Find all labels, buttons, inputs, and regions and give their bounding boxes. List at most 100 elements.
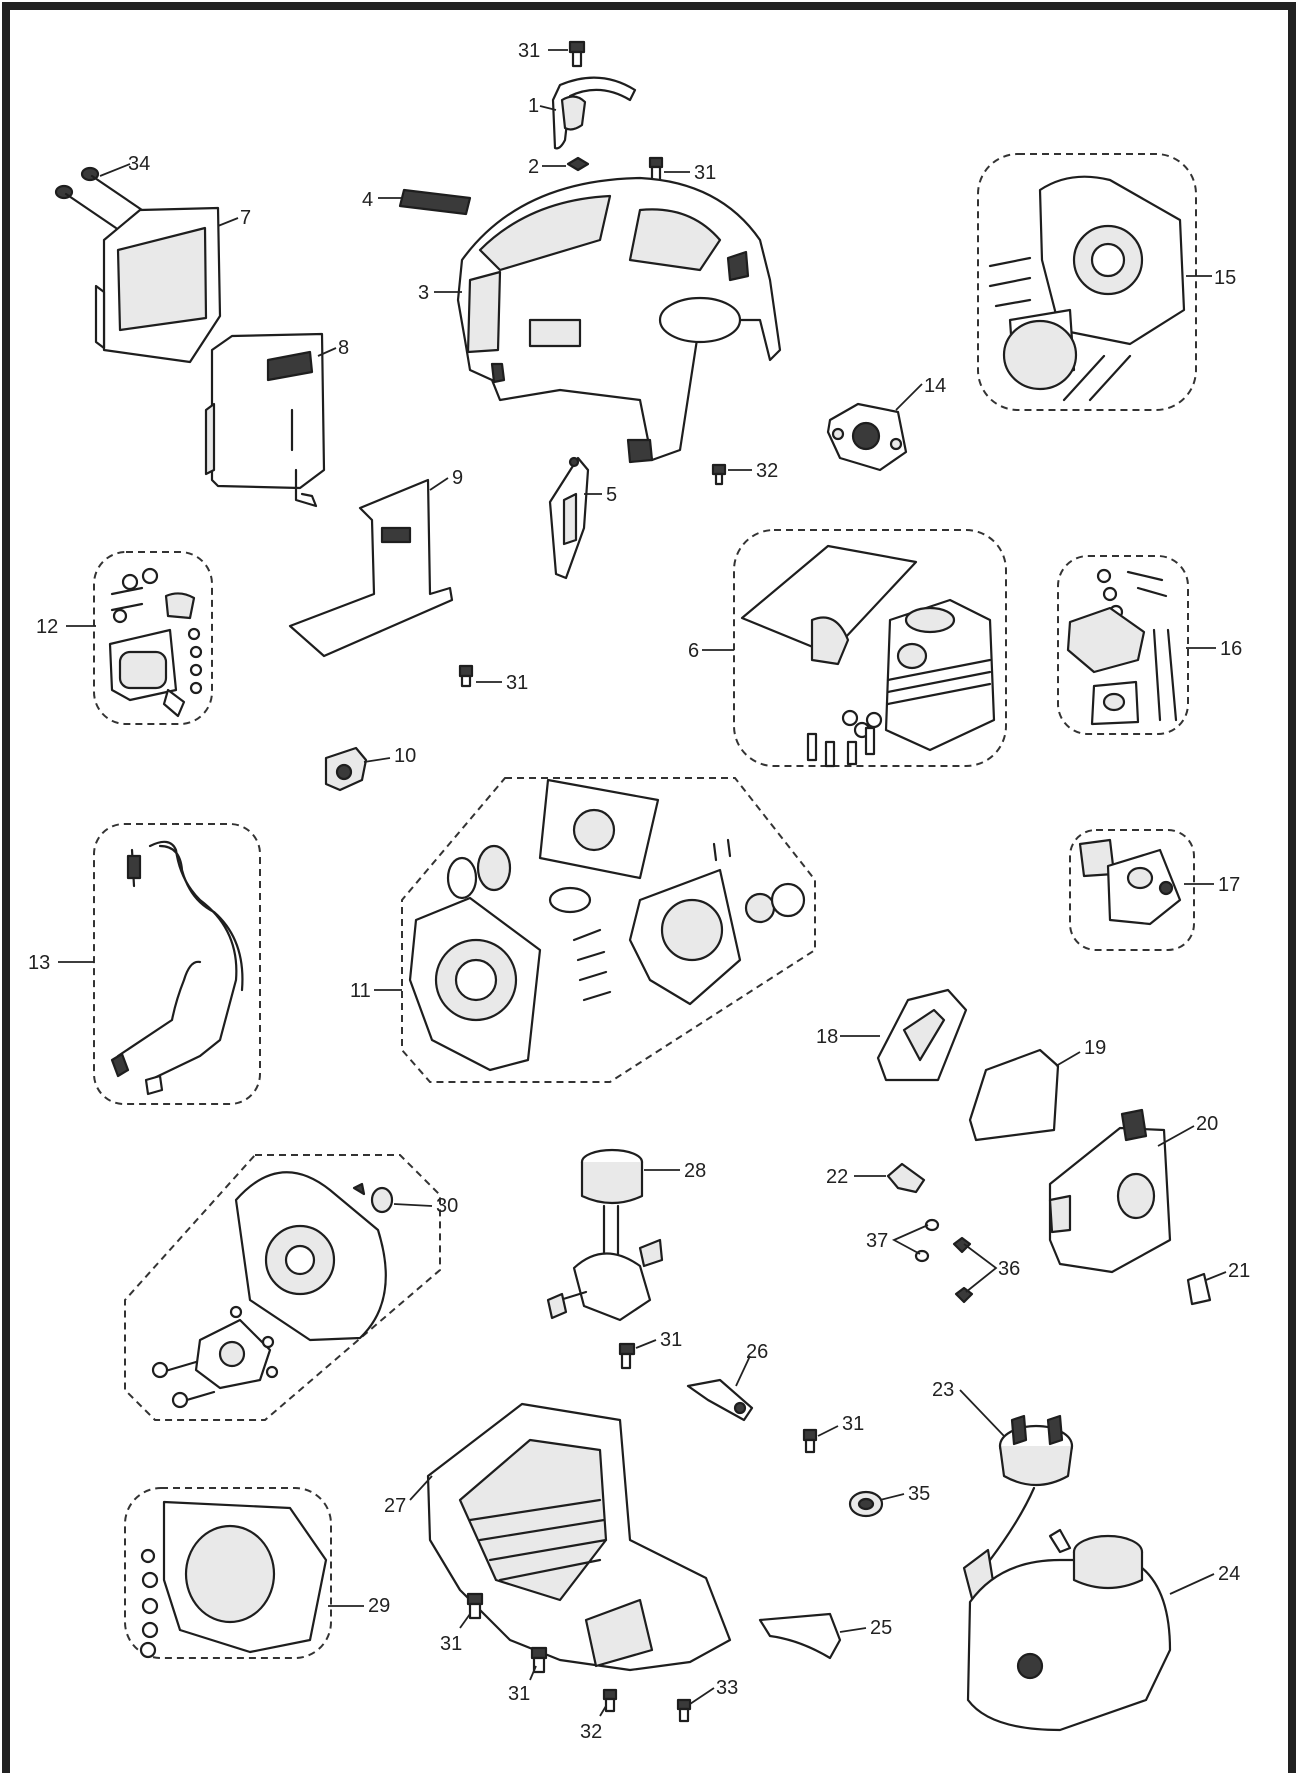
leader-1 xyxy=(539,105,557,111)
part-35-grommet xyxy=(848,1490,884,1518)
group-outline-12 xyxy=(93,551,213,725)
part-27-base-frame xyxy=(426,1402,732,1672)
group-outline-13 xyxy=(93,823,261,1105)
part-34-bolts xyxy=(54,166,144,230)
part-6-cylinder-assembly xyxy=(740,544,996,768)
callout-8: 8 xyxy=(338,337,349,359)
leader-26 xyxy=(735,1355,751,1387)
part-8-muffler xyxy=(204,332,326,508)
part-21-clip xyxy=(1186,1272,1212,1306)
callout-32a: 32 xyxy=(756,460,778,482)
callout-21: 21 xyxy=(1228,1260,1250,1282)
leader-9 xyxy=(429,477,449,491)
part-2-small-nut xyxy=(566,156,590,172)
leader-8 xyxy=(317,347,337,357)
leader-lines xyxy=(58,49,1227,1717)
part-11-crankcase-halves xyxy=(408,778,806,1072)
part-16-intake-assembly xyxy=(1066,568,1178,726)
callout-9: 9 xyxy=(452,467,463,489)
part-3-engine-cover xyxy=(456,176,782,464)
callout-27: 27 xyxy=(384,1495,406,1517)
callout-31d: 31 xyxy=(660,1329,682,1351)
callout-36: 36 xyxy=(998,1258,1020,1280)
part-5-gasket xyxy=(548,456,590,580)
group-outline-30 xyxy=(124,1154,441,1421)
part-31-screw-bottom-center xyxy=(530,1646,548,1674)
part-31-screw-right xyxy=(648,156,664,183)
group-outline-16 xyxy=(1057,555,1189,735)
callout-32b: 32 xyxy=(580,1721,602,1743)
part-33-screw-bottom xyxy=(676,1698,692,1723)
part-32-screw-upper xyxy=(711,463,727,486)
leader-34 xyxy=(99,163,131,177)
leader-31g xyxy=(529,1665,537,1681)
group-outline-6 xyxy=(733,529,1007,767)
callout-7: 7 xyxy=(240,207,251,229)
callout-22: 22 xyxy=(826,1166,848,1188)
callout-29: 29 xyxy=(368,1595,390,1617)
part-23-fuel-cap xyxy=(962,1414,1074,1608)
callout-5: 5 xyxy=(606,484,617,506)
callout-11: 11 xyxy=(350,980,371,1002)
leader-25 xyxy=(839,1627,867,1633)
callout-13: 13 xyxy=(28,952,50,974)
part-13-wire-harness xyxy=(110,840,244,1096)
callout-3: 3 xyxy=(418,282,429,304)
callout-31a: 31 xyxy=(518,40,540,62)
callout-35: 35 xyxy=(908,1483,930,1505)
group-outline-29 xyxy=(124,1487,332,1659)
leader-24 xyxy=(1169,1573,1215,1595)
callout-4: 4 xyxy=(362,189,373,211)
callout-15: 15 xyxy=(1214,267,1236,289)
callout-18: 18 xyxy=(816,1026,838,1048)
callout-25: 25 xyxy=(870,1617,892,1639)
leader-20 xyxy=(1157,1125,1195,1147)
part-32-screw-bottom xyxy=(602,1688,618,1713)
callout-19: 19 xyxy=(1084,1037,1106,1059)
callout-1: 1 xyxy=(528,95,539,117)
part-9-bracket-plate xyxy=(288,478,454,658)
part-25-strap xyxy=(758,1612,842,1660)
leader-36 xyxy=(963,1243,998,1293)
leader-31d xyxy=(635,1339,657,1349)
callout-28: 28 xyxy=(684,1160,706,1182)
callout-6: 6 xyxy=(688,640,699,662)
leader-21 xyxy=(1205,1271,1227,1281)
callout-17: 17 xyxy=(1218,874,1240,896)
callout-12: 12 xyxy=(36,616,58,638)
part-31-screw-center xyxy=(618,1342,636,1370)
callout-33: 33 xyxy=(716,1677,738,1699)
callout-31e: 31 xyxy=(842,1413,864,1435)
group-outline-15 xyxy=(977,153,1197,411)
callout-31g: 31 xyxy=(508,1683,530,1705)
leader-14 xyxy=(895,383,923,411)
callout-24: 24 xyxy=(1218,1563,1240,1585)
part-7-muffler-cover xyxy=(94,206,222,364)
part-30-flywheel-clutch xyxy=(151,1171,394,1409)
part-19-filter-element xyxy=(968,1048,1060,1142)
callout-labels: 31 1 2 31 4 34 7 3 8 14 15 9 5 32 12 6 1… xyxy=(28,40,1250,1743)
part-31-screw-right-lower xyxy=(802,1428,818,1454)
part-28-piston-crankshaft xyxy=(546,1148,664,1322)
part-31-screw-bottom-left xyxy=(466,1592,484,1620)
group-outline-17 xyxy=(1069,829,1195,951)
callout-31b: 31 xyxy=(694,162,716,184)
part-24-fuel-tank xyxy=(966,1528,1172,1732)
part-31-screw-mid xyxy=(458,664,474,688)
part-31-screw-top xyxy=(568,40,586,68)
callout-34: 34 xyxy=(128,153,150,175)
leader-32b xyxy=(599,1705,607,1717)
part-15-crankcase-assembly xyxy=(988,175,1186,402)
callout-26: 26 xyxy=(746,1341,768,1363)
part-10-sensor xyxy=(324,746,368,792)
callout-30: 30 xyxy=(436,1195,458,1217)
leader-33 xyxy=(689,1687,715,1705)
part-14-seal-block xyxy=(826,402,908,472)
part-17-carburetor xyxy=(1078,838,1182,926)
part-26-bracket xyxy=(686,1378,754,1422)
leader-10 xyxy=(363,757,391,763)
callout-23: 23 xyxy=(932,1379,954,1401)
leader-27 xyxy=(409,1475,433,1501)
